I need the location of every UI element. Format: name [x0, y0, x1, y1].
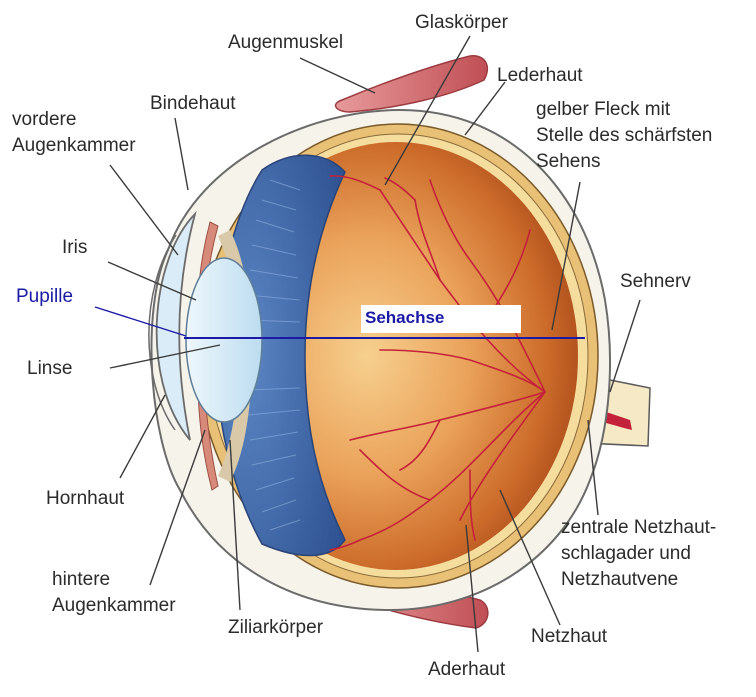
label-aderhaut: Aderhaut — [428, 658, 505, 681]
label-vordere-augenkammer-line2: Augenkammer — [12, 134, 136, 157]
label-glaskoerper: Glaskörper — [415, 11, 508, 34]
label-lederhaut: Lederhaut — [497, 64, 583, 87]
label-hintere-augenkammer-line2: Augenkammer — [52, 594, 176, 617]
label-linse: Linse — [27, 357, 72, 380]
label-hintere-augenkammer-line1: hintere — [52, 568, 110, 591]
label-gelber-fleck-line2: Stelle des schärfsten — [536, 124, 712, 147]
label-gelber-fleck-line1: gelber Fleck mit — [536, 98, 670, 121]
label-augenmuskel: Augenmuskel — [228, 31, 343, 54]
label-zentrale-netzhaut-line1: zentrale Netzhaut- — [561, 516, 716, 539]
label-ziliarkoerper: Ziliarkörper — [228, 616, 323, 639]
upper-eye-muscle — [336, 56, 488, 112]
label-bindehaut: Bindehaut — [150, 92, 236, 115]
label-hornhaut: Hornhaut — [46, 487, 124, 510]
label-zentrale-netzhaut-line3: Netzhautvene — [561, 568, 678, 591]
label-netzhaut: Netzhaut — [531, 625, 607, 648]
lens — [186, 258, 262, 422]
label-sehachse: Sehachse — [365, 308, 444, 328]
label-iris: Iris — [62, 236, 87, 259]
label-sehnerv: Sehnerv — [620, 270, 691, 293]
label-vordere-augenkammer-line1: vordere — [12, 108, 76, 131]
label-zentrale-netzhaut-line2: schlagader und — [561, 542, 691, 565]
label-gelber-fleck-line3: Sehens — [536, 150, 600, 173]
label-pupille: Pupille — [16, 285, 73, 308]
